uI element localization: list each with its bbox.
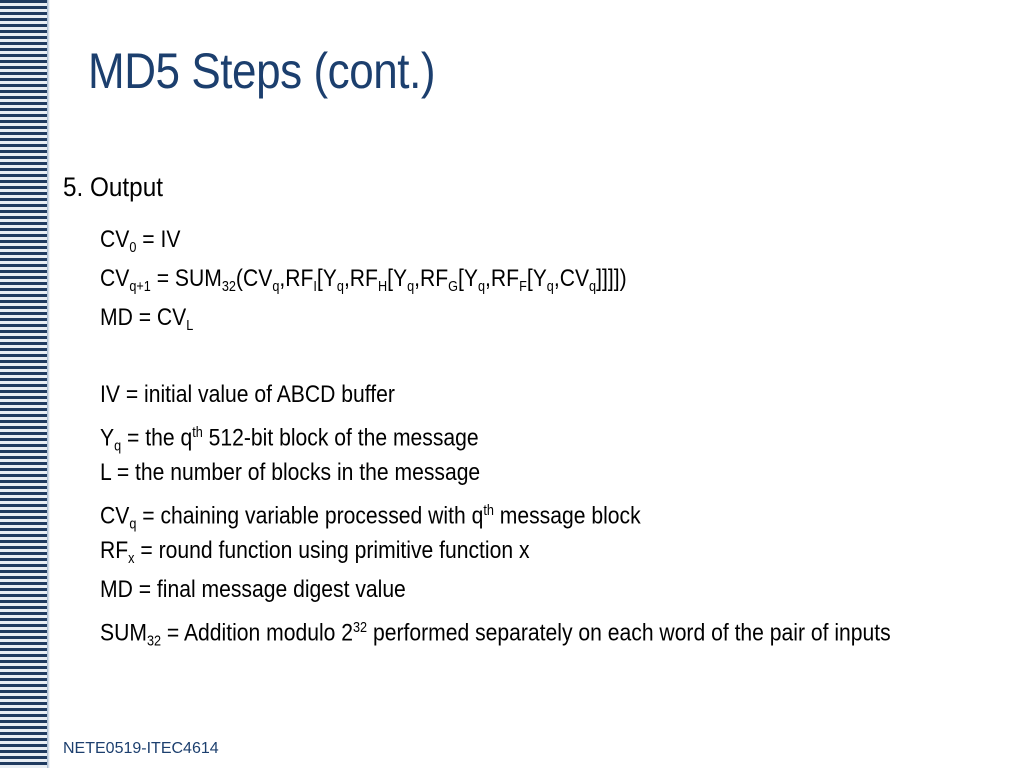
slide-title: MD5 Steps (cont.) [88, 43, 436, 99]
footer-course-code: NETE0519-ITEC4614 [63, 740, 219, 757]
line-iv-def: IV = initial value of ABCD buffer [100, 381, 395, 408]
line-yq-def: Yq = the qth 512-bit block of the messag… [100, 424, 479, 455]
line-cvq-def: CVq = chaining variable processed with q… [100, 502, 641, 533]
spacer [100, 337, 1000, 375]
line-sum32-def: SUM32 = Addition modulo 232 performed se… [100, 619, 891, 650]
line-cv-recurrence: CVq+1 = SUM32(CVq,RFI[Yq,RFH[Yq,RFG[Yq,R… [100, 265, 627, 296]
line-md: MD = CVL [100, 304, 194, 335]
slide-body: 5. Output CV0 = IV CVq+1 = SUM32(CVq,RFI… [63, 172, 963, 650]
decorative-side-bar [0, 0, 51, 768]
line-md-def: MD = final message digest value [100, 576, 406, 603]
line-l-def: L = the number of blocks in the message [100, 459, 481, 486]
definition-list: CV0 = IV CVq+1 = SUM32(CVq,RFI[Yq,RFH[Yq… [100, 220, 1000, 667]
section-heading: 5. Output [63, 172, 163, 202]
line-rfx-def: RFx = round function using primitive fun… [100, 537, 530, 568]
line-cv0: CV0 = IV [100, 226, 181, 257]
